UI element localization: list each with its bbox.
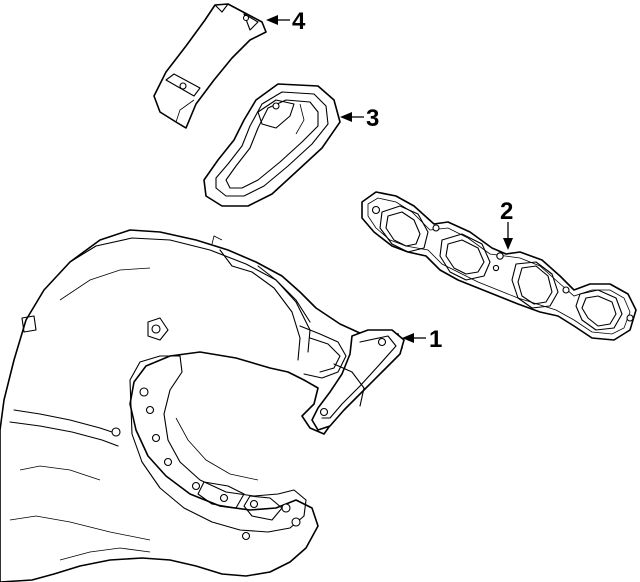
callout-1: 1 bbox=[402, 326, 442, 353]
callout-4-arrowhead bbox=[266, 15, 278, 25]
callout-3: 3 bbox=[340, 105, 379, 132]
part-2-manifold-gasket[interactable] bbox=[361, 191, 637, 341]
callout-2-label: 2 bbox=[500, 198, 513, 225]
callout-2-arrowhead bbox=[503, 238, 513, 250]
callout-2: 2 bbox=[500, 198, 513, 250]
callout-1-arrowhead bbox=[402, 333, 414, 343]
callout-4-label: 4 bbox=[292, 8, 306, 35]
callout-3-label: 3 bbox=[366, 105, 379, 132]
callout-3-arrowhead bbox=[340, 112, 352, 122]
part-3-lower-heat-shield[interactable] bbox=[203, 83, 341, 207]
callout-4: 4 bbox=[266, 8, 306, 35]
part-4-upper-heat-shield[interactable] bbox=[153, 3, 267, 129]
part-1-exhaust-manifold[interactable] bbox=[0, 229, 405, 582]
callout-1-label: 1 bbox=[429, 326, 442, 353]
